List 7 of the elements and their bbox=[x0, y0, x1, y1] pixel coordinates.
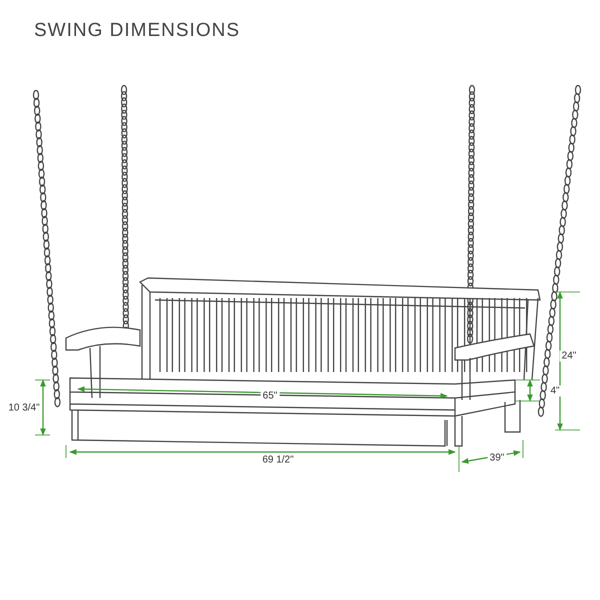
title: SWING DIMENSIONS bbox=[34, 20, 240, 42]
dimension-label: 24" bbox=[560, 350, 578, 362]
dimension-label: 65" bbox=[260, 390, 280, 402]
dimension-label: 69 1/2" bbox=[260, 454, 296, 466]
dimension-label: 4" bbox=[548, 386, 562, 396]
dimension-label: 39" bbox=[488, 452, 506, 464]
dimension-label: 10 3/4" bbox=[6, 402, 42, 414]
